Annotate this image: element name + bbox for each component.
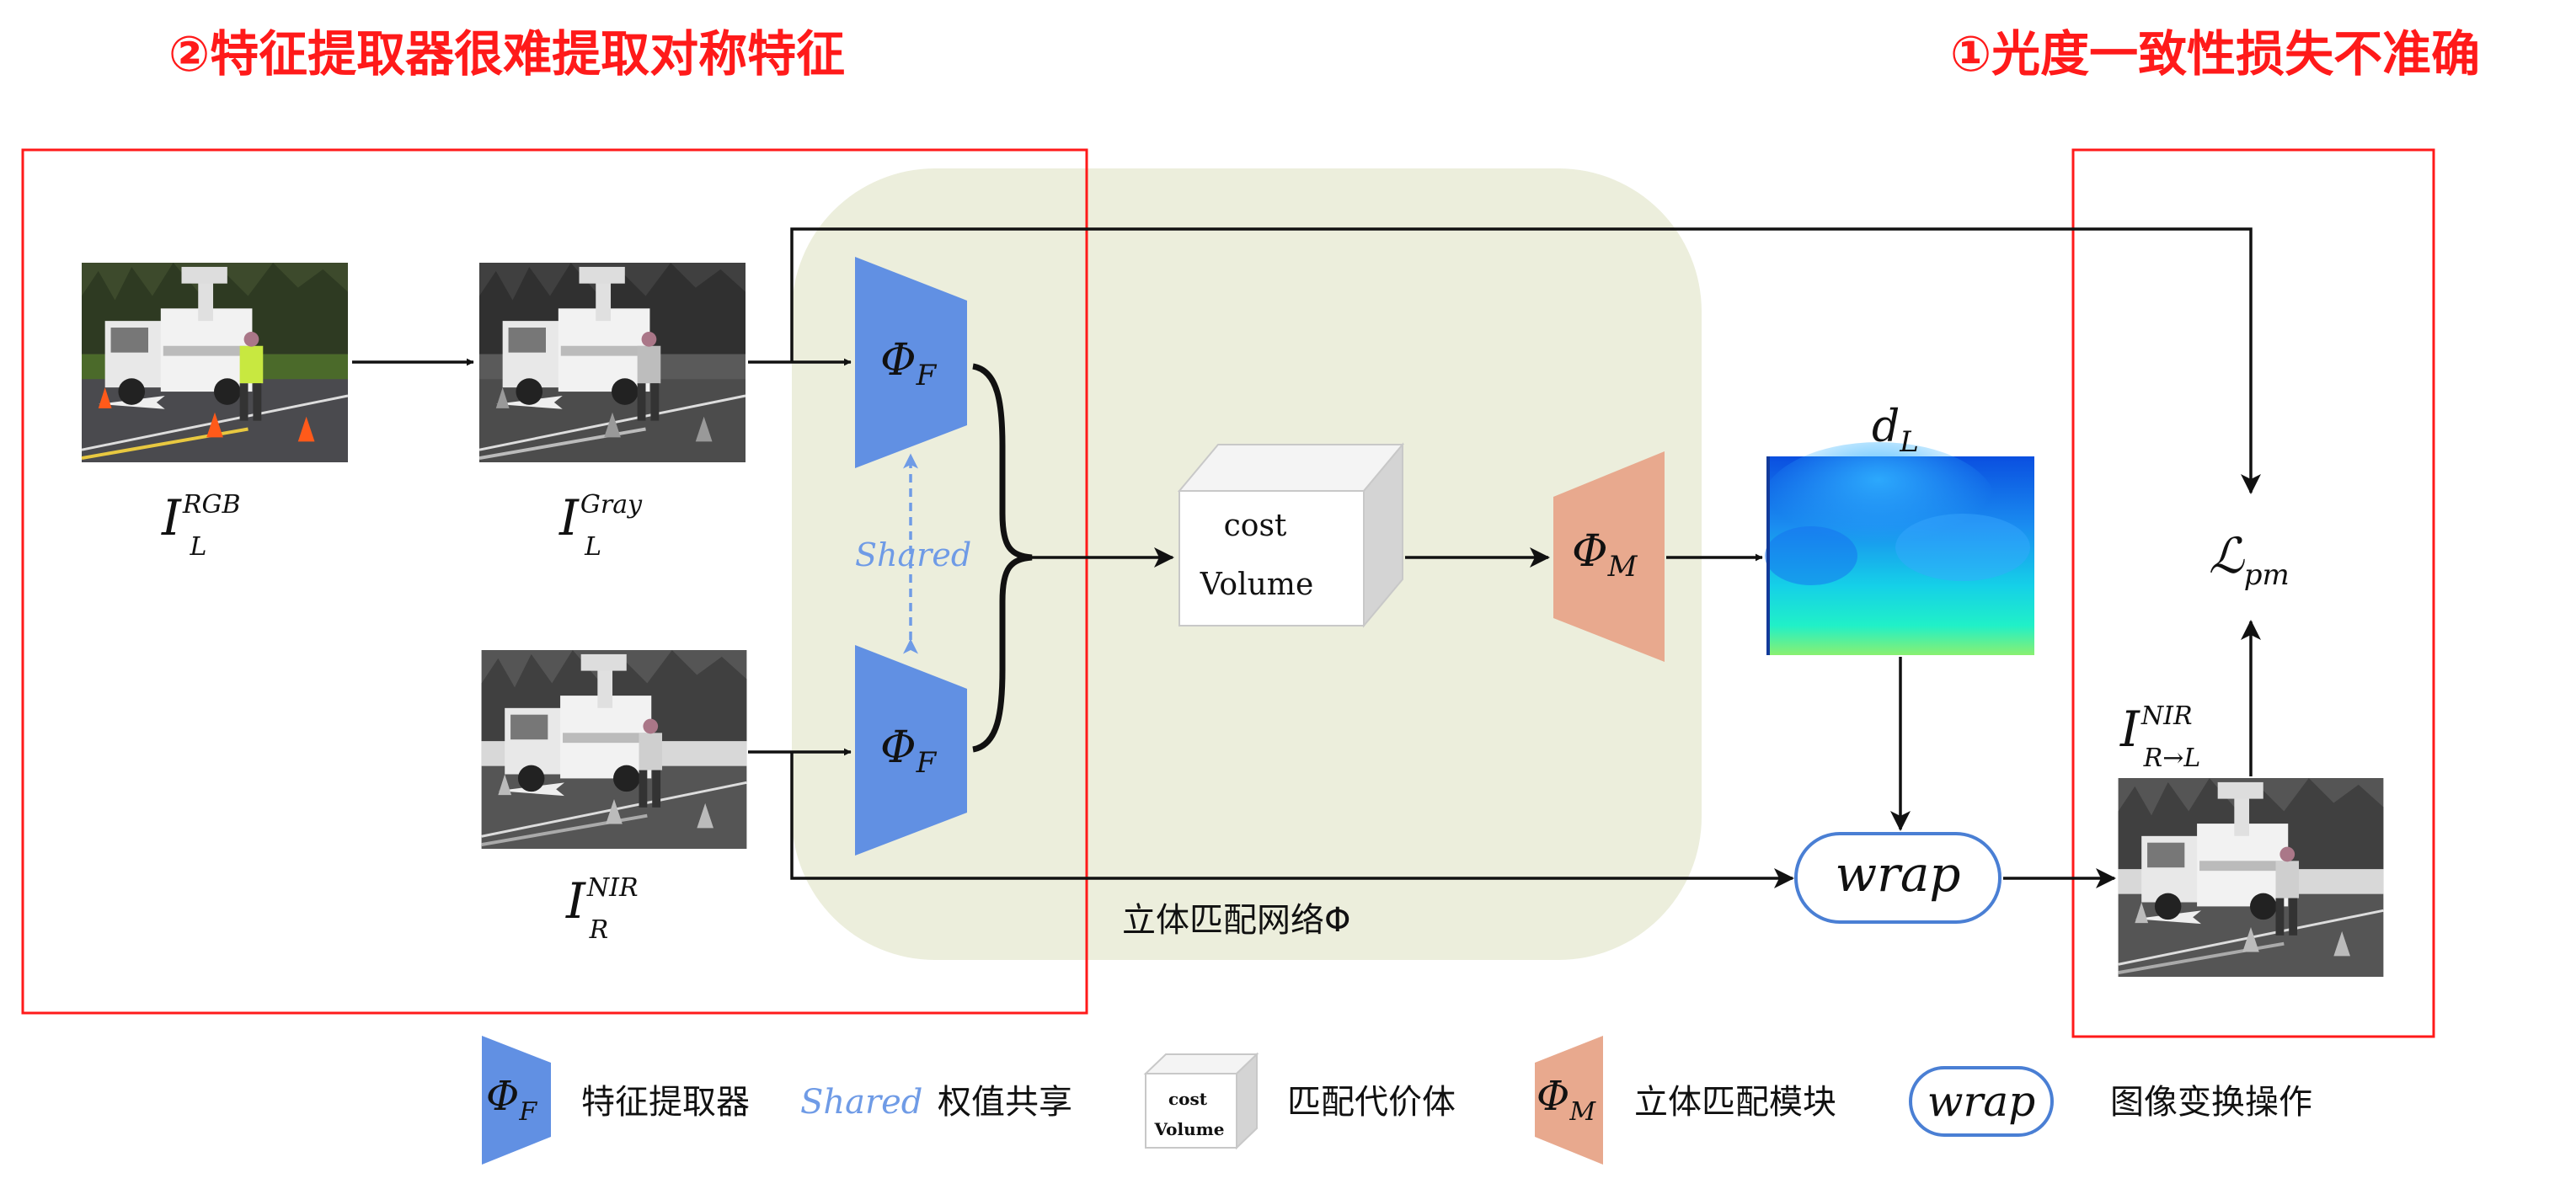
legend-shared-label: Shared [800, 1083, 922, 1122]
svg-text:ΦF: ΦF [486, 1073, 537, 1127]
disparity-label: dL [1872, 402, 1919, 459]
svg-text:ΦM: ΦM [1572, 526, 1638, 584]
svg-text:Volume: Volume [1153, 1119, 1224, 1139]
legend-feature-extractor-text: 特征提取器 [581, 1083, 750, 1122]
cost-volume-cube: cost Volume [1177, 442, 1405, 628]
matching-module: ΦM [1553, 451, 1665, 662]
photometric-loss-issue-box [2071, 148, 2435, 1038]
cost-volume-label-line2: Volume [1200, 568, 1314, 602]
svg-text:ΦF: ΦF [880, 722, 938, 780]
legend-wrap-icon: wrap [1909, 1066, 2054, 1137]
disparity-map-image [1761, 442, 2034, 655]
legend-matching-module-text: 立体匹配模块 [1634, 1083, 1836, 1122]
legend-cost-volume-text: 匹配代价体 [1287, 1083, 1456, 1122]
gray-left-image [478, 263, 747, 462]
svg-text:ΦF: ΦF [880, 335, 938, 392]
rgb-left-image [80, 263, 350, 462]
svg-text:wrap: wrap [1927, 1077, 2036, 1126]
legend-matching-module-icon: ΦM [1535, 1036, 1603, 1165]
nir-right-image [480, 650, 748, 849]
feature-extractor-issue-box [21, 148, 1088, 1015]
legend: ΦF 特征提取器 Shared 权值共享 cost Volume 匹配代价体 Φ… [482, 1036, 2312, 1165]
legend-cost-volume-icon: cost Volume [1143, 1052, 1259, 1150]
wrap-operation: wrap [1794, 832, 2001, 924]
feature-extractor-issue-title: ②特征提取器很难提取对称特征 [168, 25, 845, 83]
shared-label: Shared [855, 536, 971, 573]
stereo-network-label: 立体匹配网络Φ [1122, 901, 1350, 940]
feature-extractor-top: ΦF [855, 257, 967, 468]
svg-text:ΦM: ΦM [1537, 1073, 1596, 1127]
cost-volume-label-line1: cost [1224, 509, 1287, 543]
photometric-loss-issue-title: ①光度一致性损失不准确 [1950, 25, 2480, 83]
warped-nir-image [2117, 778, 2385, 977]
wrap-label: wrap [1835, 845, 1960, 903]
svg-text:cost: cost [1168, 1089, 1208, 1109]
legend-wrap-text: 图像变换操作 [2110, 1083, 2312, 1122]
gray-to-loss-arrow [790, 227, 2261, 494]
legend-shared-text: 权值共享 [938, 1083, 1072, 1122]
feature-extractor-bottom: ΦF [855, 645, 967, 856]
nir-to-wrap-arrow [790, 752, 1794, 888]
legend-feature-extractor-icon: ΦF [482, 1036, 551, 1165]
photometric-loss-label: ℒpm [2209, 527, 2290, 592]
